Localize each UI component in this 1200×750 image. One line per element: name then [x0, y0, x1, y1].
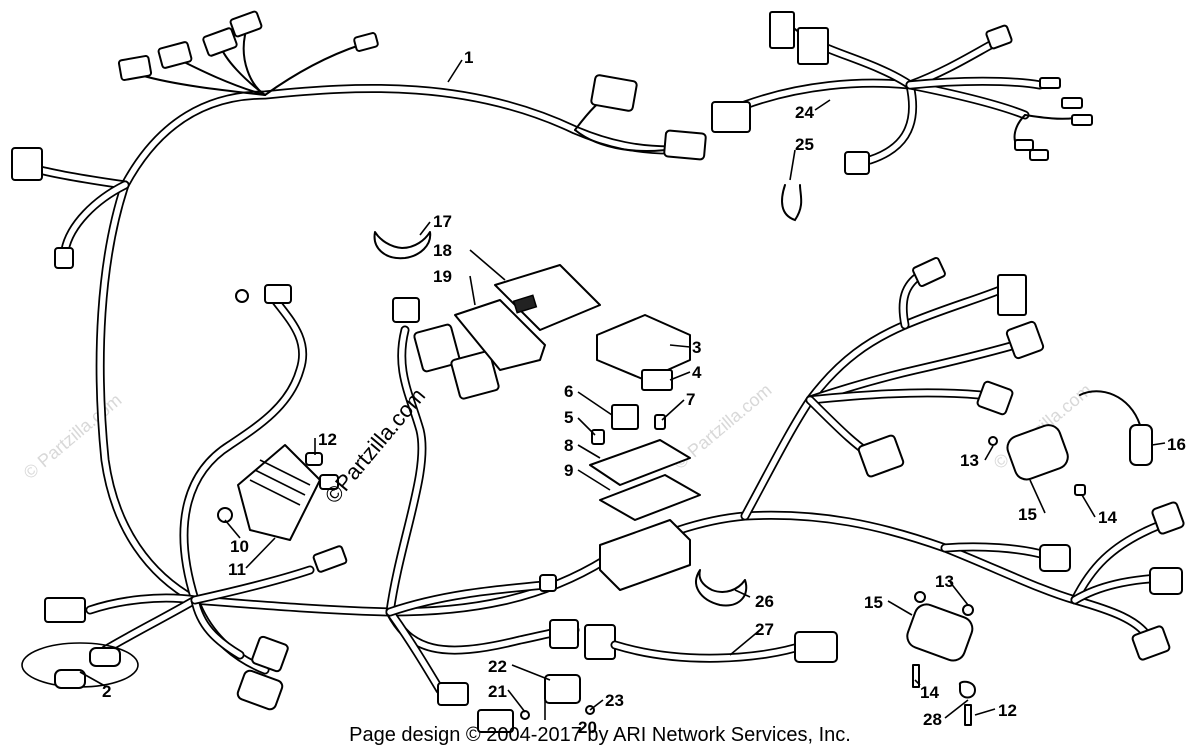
page-footer: Page design © 2004-2017 by ARI Network S… [349, 724, 851, 746]
callout-14b: 14 [920, 683, 939, 702]
callout-9: 9 [564, 461, 573, 480]
callout-17: 17 [433, 212, 452, 231]
callout-27: 27 [755, 620, 774, 639]
callout-22: 22 [488, 657, 507, 676]
callout-7: 7 [686, 390, 695, 409]
callout-numbers: 1 2 3 4 5 6 7 8 9 10 11 12 12 13 13 14 1… [102, 48, 1186, 737]
connectors [11, 10, 1185, 733]
callout-25: 25 [795, 135, 814, 154]
callout-2: 2 [102, 682, 111, 701]
callout-16: 16 [1167, 435, 1186, 454]
callout-13b: 13 [935, 572, 954, 591]
callout-19: 19 [433, 267, 452, 286]
callout-24: 24 [795, 103, 814, 122]
callout-23: 23 [605, 691, 624, 710]
callout-13a: 13 [960, 451, 979, 470]
callout-3: 3 [692, 338, 701, 357]
callout-12a: 12 [318, 430, 337, 449]
components [217, 184, 1153, 726]
callout-26: 26 [755, 592, 774, 611]
callout-11: 11 [228, 560, 246, 579]
callout-15a: 15 [1018, 505, 1037, 524]
callout-18: 18 [433, 241, 452, 260]
callout-20: 20 [578, 718, 597, 737]
callout-5: 5 [564, 408, 573, 427]
callout-10: 10 [230, 537, 249, 556]
callout-12b: 12 [998, 701, 1017, 720]
callout-15b: 15 [864, 593, 883, 612]
callout-1: 1 [464, 48, 473, 67]
callout-leaders [79, 59, 1166, 720]
sub-harness-24 [740, 19, 1076, 165]
callout-6: 6 [564, 382, 573, 401]
callout-21: 21 [488, 682, 507, 701]
callout-8: 8 [564, 436, 573, 455]
callout-28: 28 [923, 710, 942, 729]
callout-14a: 14 [1098, 508, 1117, 527]
callout-4: 4 [692, 363, 702, 382]
